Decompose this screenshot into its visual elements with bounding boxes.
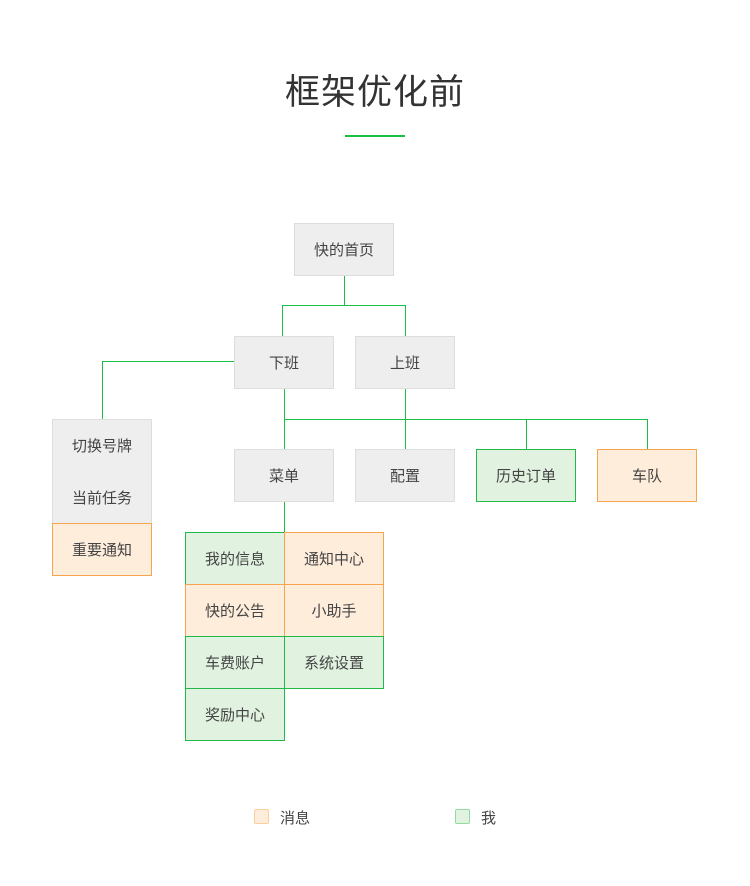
node-important-notice: 重要通知 [52,523,152,576]
connector-onduty-down [405,388,406,449]
connector-offduty-down [284,388,285,449]
page-title: 框架优化前 [284,73,465,113]
connector-root-horizontal [282,305,406,306]
node-current-task: 当前任务 [52,471,152,524]
connector-root-down [344,275,345,306]
node-notification-center: 通知中心 [284,532,384,585]
connector-to-history [526,419,527,449]
node-order-history: 历史订单 [476,449,576,502]
node-label: 快的首页 [313,241,374,259]
node-label: 菜单 [268,467,299,485]
node-label: 当前任务 [71,488,132,507]
node-label: 系统设置 [303,654,364,672]
node-off-duty: 下班 [234,336,334,389]
node-label: 车队 [631,467,662,485]
legend-label-me: 我 [481,809,497,827]
node-label: 配置 [389,467,420,485]
connector-to-fleet [647,419,648,449]
node-label: 快的公告 [204,602,265,620]
node-label: 历史订单 [495,467,556,485]
node-label: 重要通知 [71,541,132,559]
connector-offduty-side-horizontal [102,361,234,362]
node-assistant: 小助手 [284,584,384,637]
node-fare-account: 车费账户 [185,636,285,689]
legend-swatch-me [455,809,470,824]
node-my-info: 我的信息 [185,532,285,585]
legend-swatch-message [254,809,269,824]
node-label: 奖励中心 [204,706,265,724]
node-home: 快的首页 [294,223,394,276]
node-label: 通知中心 [303,550,364,568]
node-switch-plate: 切换号牌 [52,419,152,472]
node-label: 下班 [268,354,299,372]
connector-to-offduty [282,305,283,336]
node-rewards-center: 奖励中心 [185,688,285,741]
node-label: 车费账户 [204,654,265,672]
title-underline [345,135,405,137]
node-label: 上班 [389,354,420,372]
node-config: 配置 [355,449,455,502]
node-label: 我的信息 [204,550,265,568]
connector-level2-horizontal [284,419,648,420]
connector-to-onduty [405,305,406,336]
node-fleet: 车队 [597,449,697,502]
connector-offduty-side-vertical [102,361,103,419]
node-system-settings: 系统设置 [284,636,384,689]
connector-menu-down [284,501,285,532]
node-announcements: 快的公告 [185,584,285,637]
node-menu: 菜单 [234,449,334,502]
node-on-duty: 上班 [355,336,455,389]
node-label: 小助手 [311,602,357,620]
legend-label-message: 消息 [280,809,311,827]
node-label: 切换号牌 [71,437,132,455]
